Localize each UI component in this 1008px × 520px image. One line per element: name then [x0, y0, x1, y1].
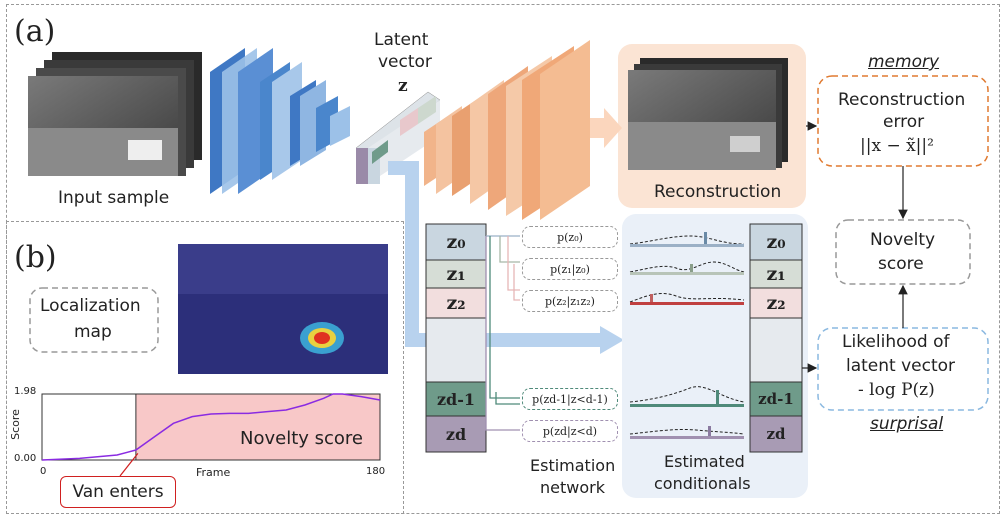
z-left-1: z₁	[446, 263, 466, 285]
localization-line1: Localization	[40, 296, 141, 316]
z-right-2: z₂	[766, 292, 786, 314]
z-left-d: zd	[445, 424, 467, 444]
reconstruction-frames	[628, 58, 788, 170]
latent-title-line2: vector	[378, 52, 432, 72]
input-sample-frames	[28, 52, 202, 176]
z-left-d1: zd-1	[436, 389, 476, 409]
recon-formula: ||x − x̃||²	[860, 136, 934, 156]
estimation-links	[485, 235, 520, 431]
encoder-layers	[210, 48, 350, 194]
latent-symbol: z	[398, 76, 408, 96]
likelihood-line1: Likelihood of	[842, 332, 950, 352]
cond-box-1: p(z₁|z₀)	[522, 258, 618, 280]
chart-x-label: Frame	[196, 466, 231, 479]
z-right-labels: z₀ z₁ z₂ zd-1 zd	[750, 224, 802, 452]
likelihood-line2: latent vector	[846, 356, 956, 376]
z-right-0: z₀	[766, 231, 786, 253]
est-cond-line2: conditionals	[654, 474, 751, 493]
chart-highlight-region	[135, 394, 380, 460]
chart-x-right: 180	[366, 466, 386, 477]
z-right-d1: zd-1	[758, 390, 794, 408]
localization-line2: map	[74, 322, 112, 342]
chart-y-top: 1.98	[14, 386, 37, 397]
z-right-1: z₁	[766, 263, 786, 285]
chart-y-label: Score	[8, 409, 22, 440]
novelty-line2: score	[878, 254, 924, 274]
z-left-labels: z₀ z₁ z₂ zd-1 zd	[426, 224, 486, 452]
z-column-right	[749, 223, 803, 453]
panel-b-letter: (b)	[14, 240, 57, 275]
cond-box-d1: p(zd-1|z<d-1)	[522, 388, 618, 410]
surprisal-label: surprisal	[870, 414, 944, 434]
cond-box-d: p(zd|z<d)	[522, 420, 618, 442]
van-enters-callout: Van enters	[60, 476, 176, 508]
z-right-d: zd	[766, 425, 786, 443]
est-cond-line1: Estimated	[664, 452, 745, 471]
van-enters-arrow	[119, 452, 139, 477]
novelty-chart	[41, 393, 381, 477]
input-sample-label: Input sample	[58, 188, 170, 208]
distribution-curves	[629, 235, 745, 435]
distribution-bars	[630, 232, 744, 439]
memory-label: memory	[868, 52, 940, 72]
reconstruction-label: Reconstruction	[654, 182, 782, 202]
localization-heatmap	[178, 244, 388, 374]
localization-box	[29, 287, 159, 353]
recon-error-line2: error	[883, 112, 925, 132]
estimation-network-line2: network	[540, 478, 605, 497]
latent-title-line1: Latent	[374, 30, 429, 50]
chart-region-label: Novelty score	[240, 428, 364, 449]
novelty-line1: Novelty	[870, 230, 936, 250]
chart-frame	[41, 393, 381, 461]
van-enters-label: Van enters	[72, 482, 164, 502]
novelty-box	[835, 219, 971, 285]
chart-x-left: 0	[40, 466, 47, 477]
z-left-2: z₂	[446, 292, 466, 314]
chart-series-line	[41, 393, 381, 461]
latent-vector	[355, 91, 441, 184]
cond-box-2: p(z₂|z₁z₂)	[522, 290, 618, 312]
z-column-left	[425, 223, 487, 453]
panel-a-letter: (a)	[14, 14, 56, 49]
cond-box-0: p(z₀)	[522, 226, 618, 248]
likelihood-line3: - log P(z)	[858, 380, 935, 400]
estimation-network-line1: Estimation	[530, 456, 616, 475]
z-left-0: z₀	[446, 231, 466, 253]
recon-error-box	[817, 75, 989, 167]
recon-error-line1: Reconstruction	[838, 90, 966, 110]
panel-b-frame	[6, 221, 404, 514]
decoder-layers	[424, 40, 590, 220]
chart-y-bottom: 0.00	[14, 453, 37, 464]
